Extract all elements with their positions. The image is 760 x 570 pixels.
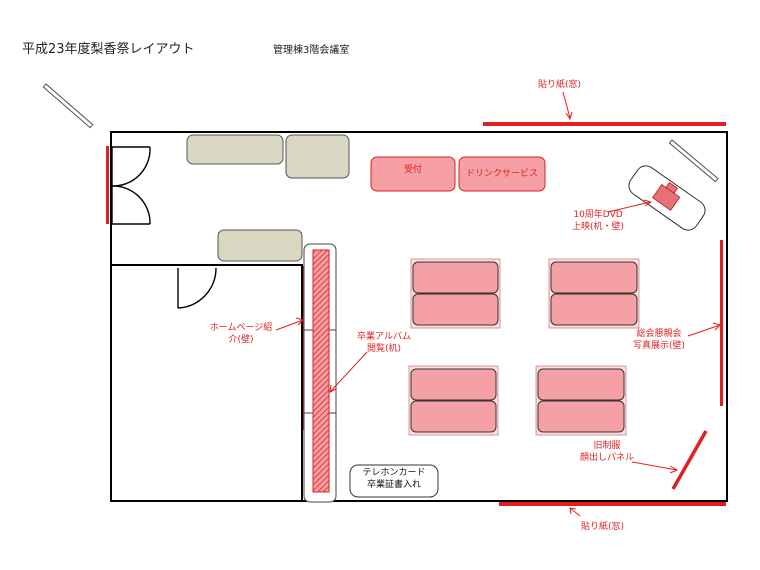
- page-title: 平成23年度梨香祭レイアウト: [22, 42, 195, 57]
- dvd-label-line1: 10周年DVD: [573, 210, 623, 220]
- page-subtitle: 管理棟3階会議室: [273, 45, 350, 56]
- homepage-label: ホームページ紹 介(壁): [205, 322, 277, 346]
- album-label-line1: 卒業アルバム: [357, 332, 411, 342]
- homepage-label-line1: ホームページ紹: [209, 323, 273, 333]
- reception-table: [370, 156, 456, 192]
- album-display: [312, 249, 330, 493]
- photo-label: 総会懇親会 写真展示(壁): [626, 328, 692, 352]
- seating-group-2: [548, 258, 640, 329]
- card-table: [349, 464, 439, 498]
- card-table-label: テレホンカード 卒業証書入れ: [350, 467, 438, 491]
- drink-service-table: [458, 156, 546, 192]
- window-top-left: [42, 83, 94, 129]
- seating-group-3: [408, 365, 499, 436]
- wall-strip-bottom: [499, 502, 726, 506]
- wall-strip-right: [720, 240, 723, 406]
- storage-box-2: [285, 134, 350, 179]
- photo-label-line1: 総会懇親会: [636, 329, 682, 339]
- uniform-label-line2: 顔出しパネル: [579, 453, 634, 463]
- seating-group-4: [535, 365, 627, 436]
- photo-label-line2: 写真展示(壁): [632, 341, 686, 351]
- homepage-label-line2: 介(壁): [228, 335, 254, 345]
- uniform-panel: [671, 430, 708, 490]
- window-top-right: [668, 139, 719, 183]
- album-label: 卒業アルバム 閲覧(机): [349, 331, 419, 355]
- album-label-line2: 閲覧(机): [366, 344, 402, 354]
- inner-room-wall: [110, 264, 303, 502]
- paper-top-label: 貼り紙(窓): [538, 80, 582, 90]
- dvd-label: 10周年DVD 上映(机・壁): [560, 209, 636, 233]
- inner-room-door: [177, 267, 217, 309]
- uniform-label-line1: 旧制服: [593, 441, 621, 451]
- dvd-label-line2: 上映(机・壁): [571, 222, 625, 232]
- paper-bottom-label: 貼り紙(窓): [581, 522, 625, 532]
- card-label-line1: テレホンカード: [362, 468, 426, 478]
- storage-box-3: [217, 229, 303, 262]
- dvd-table: [628, 165, 706, 231]
- seating-group-1: [410, 258, 501, 329]
- card-label-line2: 卒業証書入れ: [366, 480, 421, 490]
- wall-strip-left: [106, 146, 109, 224]
- uniform-label: 旧制服 顔出しパネル: [572, 440, 642, 464]
- storage-box-1: [186, 134, 284, 165]
- entrance-door: [111, 146, 151, 225]
- label-arrows: [275, 91, 721, 517]
- wall-strip-top: [483, 122, 726, 126]
